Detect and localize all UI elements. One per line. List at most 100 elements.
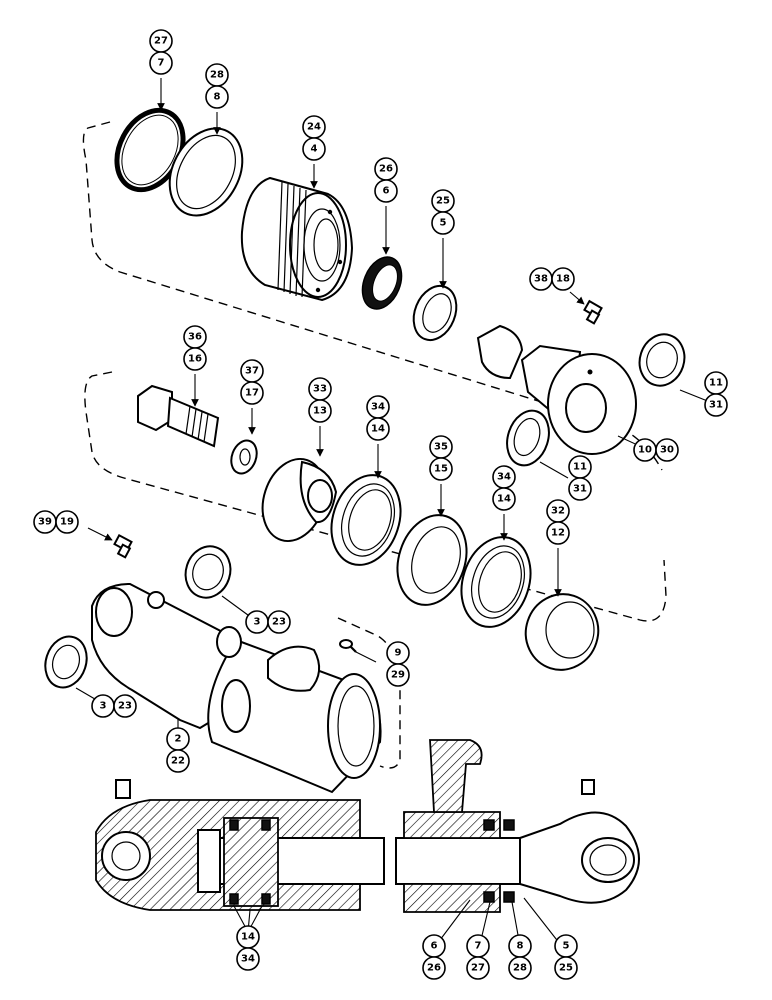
callout-circle <box>205 85 229 109</box>
callout-number: 8 <box>214 92 221 103</box>
callout-6-26: 6 26 <box>422 934 446 980</box>
callout-number: 4 <box>311 144 318 155</box>
grease-fitting-upper <box>583 299 603 325</box>
callout-25-5: 25 5 <box>431 189 455 235</box>
callout-circle <box>149 51 173 75</box>
callout-24-4: 24 4 <box>302 115 326 161</box>
bushing-upper-right <box>638 333 686 387</box>
callout-number: 30 <box>660 445 674 456</box>
backup-ring <box>168 127 244 217</box>
rod-eye <box>520 344 637 455</box>
callout-number: 3 <box>100 701 107 712</box>
callout-38-18: 38 18 <box>529 267 575 291</box>
piston <box>261 457 338 543</box>
callout-circle <box>429 457 453 481</box>
callout-number: 25 <box>559 963 573 974</box>
callout-number: 17 <box>245 388 259 399</box>
callout-circle <box>551 267 575 291</box>
callout-number: 34 <box>371 402 385 413</box>
callout-number: 25 <box>436 196 450 207</box>
callout-number: 35 <box>434 442 448 453</box>
callout-10-30: 10 30 <box>633 438 679 462</box>
stop-tube <box>524 593 600 671</box>
cutaway-view <box>95 739 640 913</box>
callout-number: 27 <box>471 963 485 974</box>
washer <box>230 439 258 475</box>
callout-circle <box>374 179 398 203</box>
callout-37-17: 37 17 <box>240 359 264 405</box>
callout-circle <box>302 137 326 161</box>
callout-circle <box>236 947 260 971</box>
callout-number: 7 <box>475 941 482 952</box>
callout-number: 5 <box>440 218 447 229</box>
callout-circle <box>422 956 446 980</box>
callout-number: 2 <box>175 734 182 745</box>
callout-number: 34 <box>497 472 511 483</box>
callout-8-28: 828 <box>508 934 532 980</box>
callout-number: 12 <box>551 528 565 539</box>
bolt <box>137 384 220 448</box>
callout-circle <box>508 956 532 980</box>
callout-number: 28 <box>513 963 527 974</box>
callout-28-8: 28 8 <box>205 63 229 109</box>
callout-circle <box>655 438 679 462</box>
piston-seal-b <box>460 536 532 628</box>
callout-number: 23 <box>272 617 286 628</box>
callout-number: 10 <box>638 445 652 456</box>
pin-spacer <box>476 324 524 380</box>
callout-27-7: 277 <box>149 29 173 75</box>
callout-3-23-b: 3 23 <box>91 694 137 718</box>
gland <box>240 176 354 302</box>
callout-number: 29 <box>391 670 405 681</box>
callout-number: 6 <box>431 941 438 952</box>
callout-number: 33 <box>313 384 327 395</box>
callout-number: 37 <box>245 366 259 377</box>
callout-circle <box>568 477 592 501</box>
wiper-seal <box>412 284 458 342</box>
bushing-upper-center <box>506 409 550 467</box>
callout-number: 23 <box>118 701 132 712</box>
small-screw <box>339 639 357 653</box>
callout-number: 18 <box>556 274 570 285</box>
callout-circle <box>366 417 390 441</box>
callout-number: 31 <box>573 484 587 495</box>
callout-number: 28 <box>210 70 224 81</box>
callout-circle <box>240 381 264 405</box>
callout-26-6: 266 <box>374 157 398 203</box>
callout-5-25: 5 25 <box>554 934 578 980</box>
wear-ring <box>396 514 468 606</box>
callout-number: 38 <box>534 274 548 285</box>
callout-number: 11 <box>709 378 723 389</box>
callout-circle <box>55 510 79 534</box>
callout-number: 9 <box>395 648 402 659</box>
callout-number: 5 <box>563 941 570 952</box>
assembly-outline-upper <box>82 121 663 471</box>
callout-circle <box>554 956 578 980</box>
callout-number: 31 <box>709 400 723 411</box>
callout-number: 27 <box>154 36 168 47</box>
grease-fitting-lower <box>113 533 133 559</box>
callout-number: 26 <box>379 164 393 175</box>
leader-lines <box>75 78 711 947</box>
callout-number: 26 <box>427 963 441 974</box>
callout-number: 16 <box>188 354 202 365</box>
callout-circle <box>308 399 332 423</box>
callout-circle <box>492 487 516 511</box>
bushing-lower-top <box>184 545 232 599</box>
callout-circle <box>431 211 455 235</box>
callout-number: 19 <box>60 517 74 528</box>
callout-number: 36 <box>188 332 202 343</box>
callout-number: 24 <box>307 122 321 133</box>
rod-seal <box>361 256 403 310</box>
callout-circle <box>704 393 728 417</box>
callout-number: 13 <box>313 406 327 417</box>
callout-2-22: 222 <box>166 727 190 773</box>
